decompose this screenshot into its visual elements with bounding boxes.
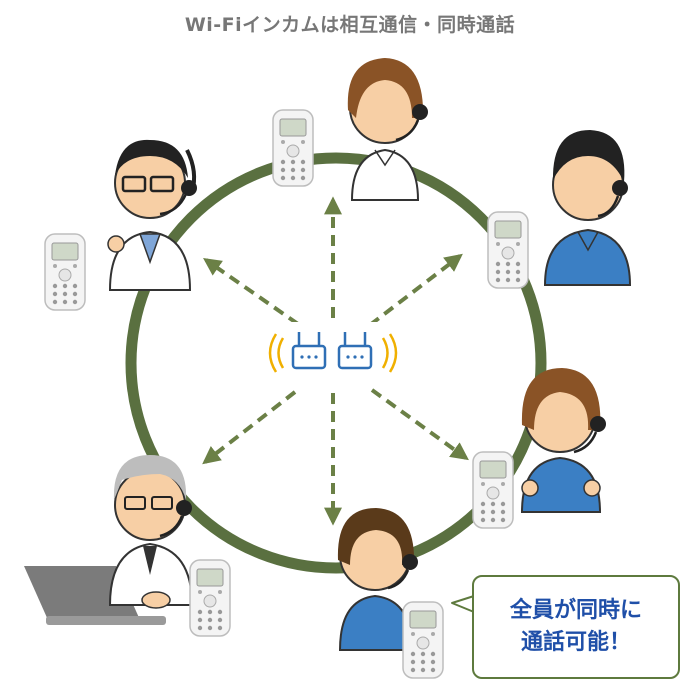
signal-waves-left	[268, 333, 285, 373]
intercom-device-doctor	[44, 233, 86, 311]
arrow-up-right	[368, 253, 463, 327]
intercom-device-staff-top-right	[487, 211, 529, 289]
signal-waves-right	[381, 333, 398, 373]
person-staff-top-right	[543, 130, 632, 286]
arrow-down-left	[202, 390, 297, 465]
person-nurse-right	[520, 368, 606, 513]
laptop	[24, 566, 166, 625]
person-nurse-top-center	[347, 58, 428, 201]
signal-arrows	[202, 196, 469, 526]
arrow-up-left	[203, 257, 300, 326]
network-ring	[125, 152, 547, 574]
intercom-device-nurse-right	[472, 451, 514, 529]
callout-line-2: 通話可能！	[520, 630, 631, 655]
wifi-hub	[268, 322, 398, 384]
person-doctor-top-left	[107, 139, 197, 291]
callout-bubble: 全員が同時に 通話可能！	[472, 575, 680, 679]
intercom-device-staff-bottom	[402, 601, 444, 679]
diagram-title: Wi-Fiインカムは相互通信・同時通話	[184, 14, 516, 36]
callout-pointer	[451, 595, 475, 613]
callout-line-1: 全員が同時に	[509, 598, 642, 624]
person-staff-bottom	[337, 508, 418, 651]
intercom-device-nurse	[272, 109, 314, 187]
intercom-device-elderly-doctor	[189, 559, 231, 637]
arrow-down-right	[370, 388, 469, 461]
person-elderly-doctor	[108, 455, 194, 609]
